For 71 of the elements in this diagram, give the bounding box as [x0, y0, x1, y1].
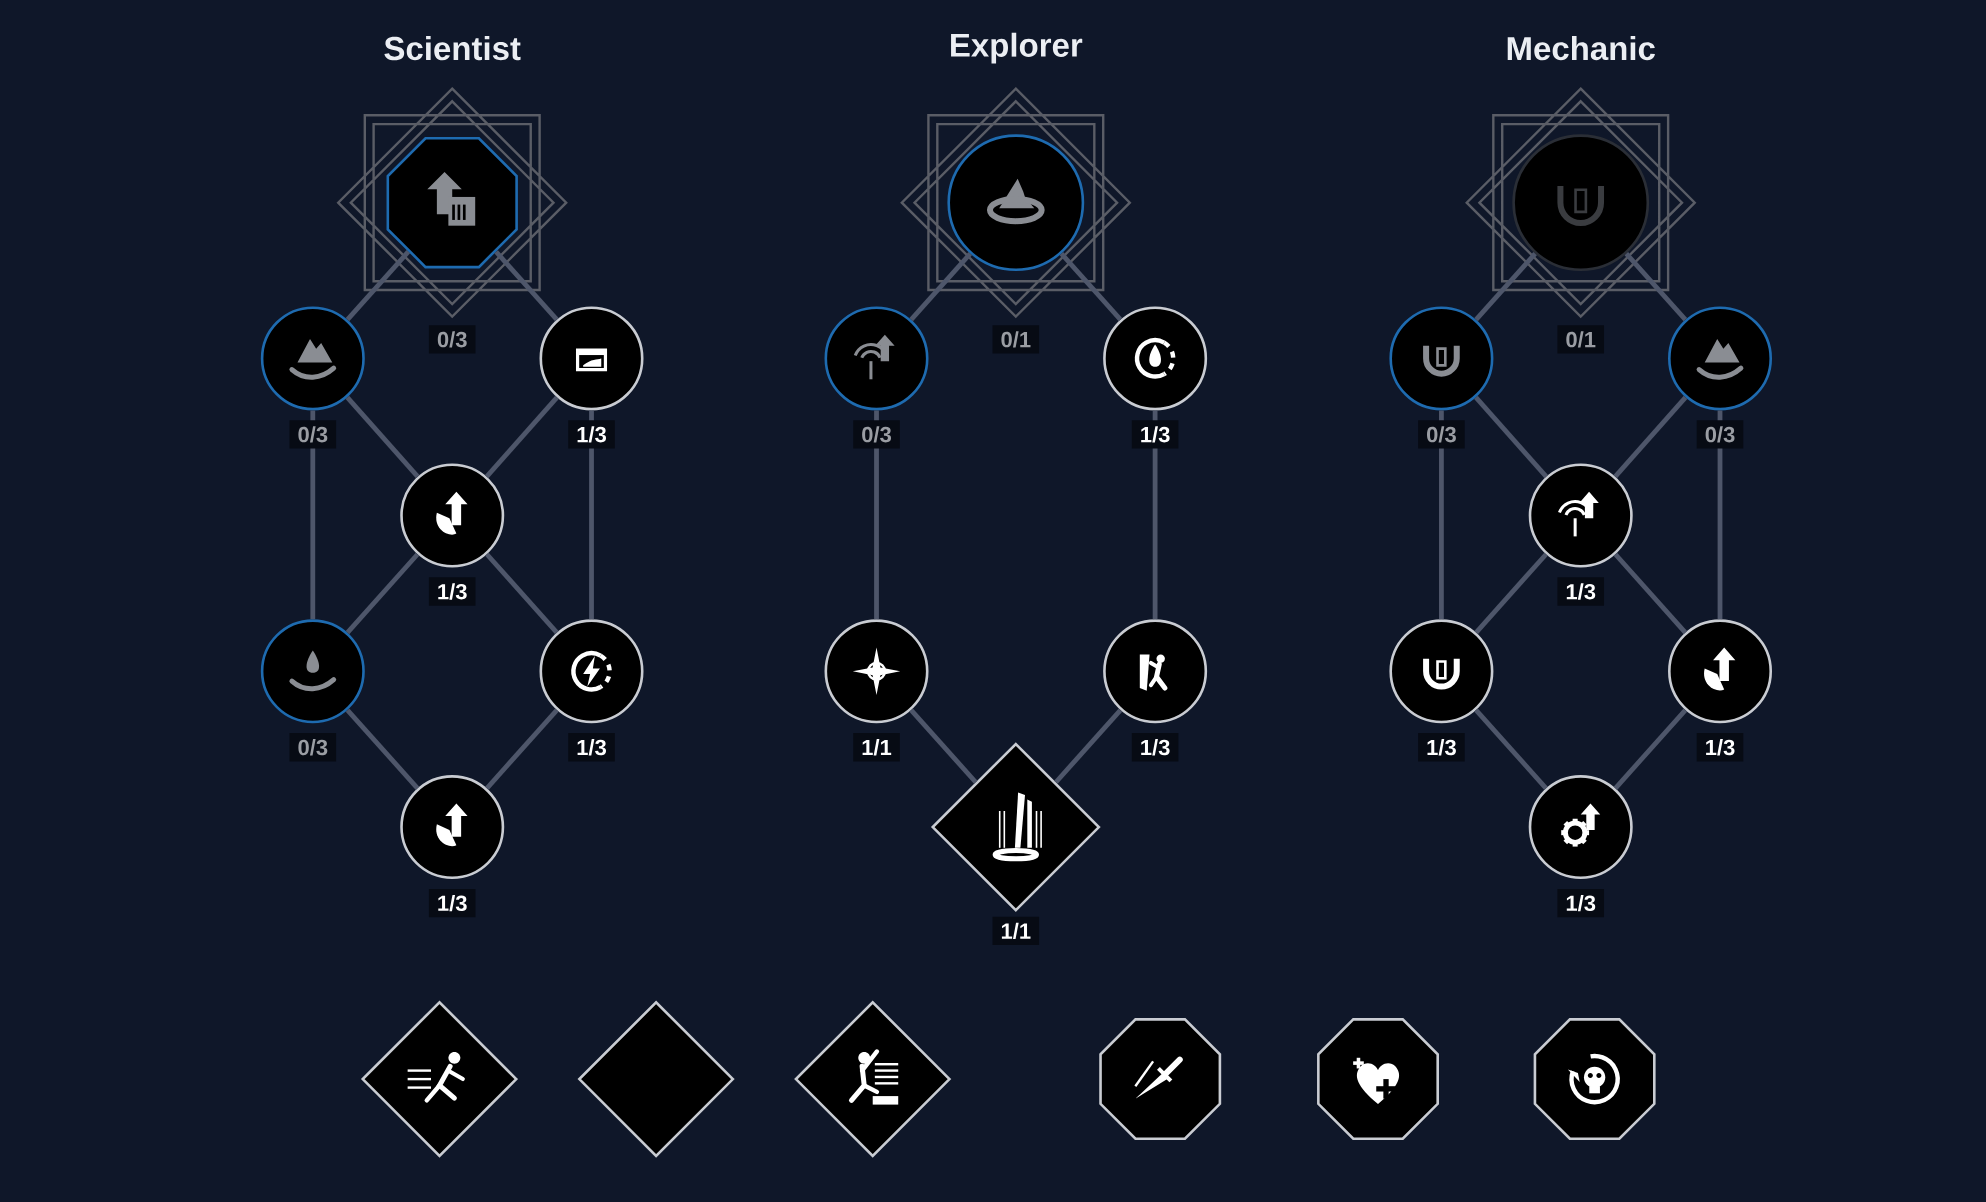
- skill-octagon: [386, 137, 518, 269]
- connector-line: [345, 708, 420, 790]
- skill-circle: [1103, 306, 1208, 411]
- skill-circle: [1528, 775, 1633, 880]
- connector-line: [909, 252, 972, 322]
- level-badge: 0/3: [289, 733, 337, 762]
- skill-octagon: [1099, 1018, 1222, 1141]
- level-badge: 0/3: [1696, 420, 1744, 449]
- connector-line: [345, 552, 420, 635]
- connector-line: [1613, 552, 1688, 635]
- level-badge: 1/3: [428, 577, 476, 606]
- skill-diamond: [577, 1000, 735, 1158]
- connector-line: [1474, 552, 1548, 635]
- connector-line: [484, 395, 559, 479]
- skill-circle: [400, 463, 505, 568]
- connector-line: [494, 250, 559, 322]
- skill-circle: [1103, 619, 1208, 724]
- skill-octagon: [1533, 1018, 1656, 1141]
- level-badge: 1/3: [568, 733, 615, 762]
- level-badge: 1/3: [1131, 733, 1179, 762]
- connector-line: [1624, 252, 1688, 322]
- connector-line: [485, 708, 559, 790]
- level-badge: 0/1: [1557, 325, 1604, 354]
- skill-diamond: [930, 742, 1101, 912]
- connector-line: [589, 410, 594, 620]
- connector-line: [1152, 410, 1158, 620]
- skill-circle: [1389, 619, 1494, 724]
- level-badge: 0/3: [289, 420, 337, 449]
- connector-line: [345, 395, 420, 479]
- skill-circle: [947, 134, 1085, 272]
- level-badge: 1/3: [1131, 420, 1179, 449]
- skill-circle: [260, 306, 365, 411]
- connector-line: [1613, 395, 1688, 479]
- connector-line: [1474, 708, 1548, 790]
- connector-line: [909, 708, 978, 784]
- skill-circle: [1668, 619, 1772, 724]
- level-badge: 0/3: [853, 420, 900, 449]
- level-badge: 1/3: [1557, 577, 1604, 606]
- skill-circle: [1668, 306, 1772, 411]
- level-badge: 1/1: [853, 733, 900, 762]
- connector-line: [1439, 410, 1444, 620]
- level-badge: 0/3: [1418, 420, 1465, 449]
- skill-circle: [824, 619, 929, 724]
- level-badge: 1/3: [568, 420, 615, 449]
- column-title: Explorer: [951, 32, 1083, 64]
- connector-line: [485, 552, 559, 635]
- connector-line: [1474, 395, 1548, 479]
- connector-line: [310, 410, 316, 620]
- connector-line: [1717, 410, 1723, 620]
- connector-line: [1474, 252, 1537, 322]
- column-title: Mechanic: [1507, 36, 1655, 61]
- column-title: Scientist: [384, 36, 521, 61]
- level-badge: 0/3: [428, 325, 476, 354]
- skill-circle: [539, 306, 644, 411]
- connector-line: [874, 410, 879, 620]
- skill-circle: [824, 306, 929, 411]
- level-badge: 1/3: [1696, 733, 1744, 762]
- connector-line: [1613, 708, 1688, 790]
- skill-circle: [400, 775, 505, 880]
- level-badge: 1/3: [1418, 733, 1465, 762]
- connector-line: [1054, 708, 1123, 784]
- skill-circle: [1512, 134, 1650, 272]
- connector-line: [1059, 252, 1123, 322]
- skill-octagon: [1317, 1018, 1439, 1141]
- level-badge: 1/3: [1557, 888, 1604, 918]
- skill-circle: [1528, 463, 1633, 568]
- skill-circle: [1389, 306, 1494, 411]
- connector-line: [345, 250, 411, 322]
- level-badge: 0/1: [992, 325, 1040, 354]
- skill-circle: [539, 619, 644, 724]
- skill-circle: [260, 619, 365, 724]
